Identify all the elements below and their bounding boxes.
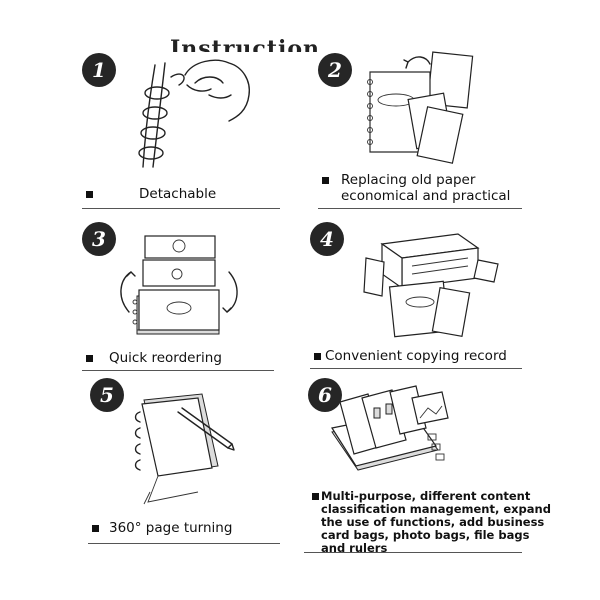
caption-detachable: Detachable (86, 186, 216, 202)
step-number-badge: 2 (318, 53, 352, 87)
bullet-icon (86, 191, 93, 198)
caption-page-turning: 360° page turning (92, 520, 232, 536)
quick-reordering-illustration (120, 235, 238, 335)
step-number-badge: 5 (90, 378, 124, 412)
caption-multi-purpose: Multi-purpose, different content classif… (312, 490, 551, 555)
bullet-icon (314, 353, 321, 360)
step-number-badge: 3 (82, 222, 116, 256)
divider (82, 370, 274, 371)
bullet-icon (92, 525, 99, 532)
bullet-icon (86, 355, 93, 362)
replace-paper-illustration (367, 51, 474, 164)
header-title: Instruction (170, 36, 321, 52)
divider (82, 208, 280, 209)
step-number-badge: 6 (308, 378, 342, 412)
caption-convenient-copying: Convenient copying record (314, 348, 507, 364)
bullet-icon (322, 177, 329, 184)
detachable-ring-illustration (138, 59, 250, 168)
multi-purpose-illustration (331, 385, 449, 471)
divider (318, 208, 522, 209)
bullet-icon (312, 493, 319, 500)
caption-replacing-old-paper: Replacing old paper economical and pract… (322, 172, 510, 204)
copying-record-illustration (363, 233, 499, 338)
divider (310, 368, 522, 369)
divider (88, 543, 280, 544)
page-turning-illustration (134, 393, 235, 505)
divider (304, 552, 522, 553)
caption-quick-reordering: Quick reordering (86, 350, 222, 366)
step-number-badge: 1 (82, 53, 116, 87)
step-number-badge: 4 (310, 222, 344, 256)
